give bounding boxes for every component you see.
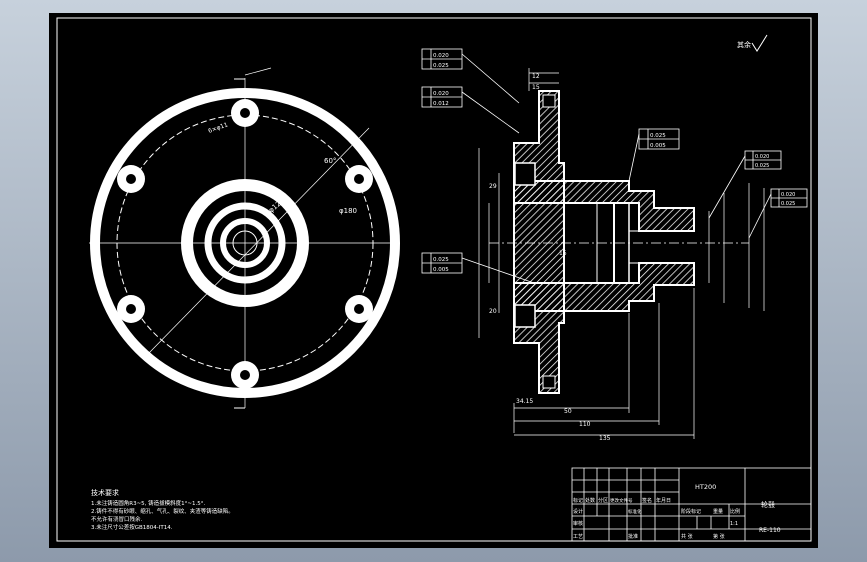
drawing-canvas: φ12 60° φ180 6×φ11 — [56, 17, 812, 542]
tech-req-item: 3.未注尺寸公差按GB1804-IT14. — [91, 523, 173, 531]
dim-left-20: 20 — [489, 308, 497, 315]
tb-count: 处数 — [585, 497, 595, 504]
dim-bottom-3: 135 — [599, 435, 611, 442]
tech-req-title: 技术要求 — [91, 488, 119, 497]
border-frame — [56, 17, 812, 542]
hub-lower-section — [513, 262, 695, 312]
gtol-bore-2: 0.005 — [650, 143, 666, 149]
tb-scale-value: 1:1 — [730, 521, 738, 527]
dim-holes-note: 6×φ11 — [207, 121, 229, 135]
bolt-holes — [117, 99, 373, 389]
dim-top-12: 12 — [532, 73, 540, 80]
front-view — [89, 67, 400, 409]
tb-review: 审核 — [573, 520, 583, 527]
tb-scale: 比例 — [730, 508, 740, 515]
tb-date: 年月日 — [656, 497, 671, 504]
dim-flange: 34.15 — [516, 398, 533, 405]
drawing-number: RE-110 — [759, 527, 781, 534]
dim-mid-15: 15 — [559, 250, 567, 257]
technical-requirements: 技术要求 1.未注铸造圆角R3~5, 铸造拔模斜度1°~1.5°. 2.铸件不得… — [91, 488, 234, 531]
dim-bottom-2: 110 — [579, 421, 591, 428]
tb-sheets: 共 张 — [681, 533, 693, 540]
dim-left-29: 29 — [489, 183, 497, 190]
tb-change: 更改文件号 — [610, 497, 633, 504]
gtol-right-2: 0.025 — [755, 163, 769, 169]
roughness-symbol-icon — [751, 34, 768, 52]
section-view — [489, 90, 749, 394]
tb-design: 设计 — [573, 508, 583, 515]
gtol-left-2: 0.005 — [433, 267, 449, 273]
tech-req-item: 不允许有浇冒口残余. — [91, 515, 143, 523]
flange-section — [513, 90, 565, 394]
tech-req-item: 1.未注铸造圆角R3~5, 铸造拔模斜度1°~1.5°. — [91, 499, 206, 507]
tb-sign: 签名 — [642, 497, 652, 504]
gtol-frames — [421, 48, 808, 284]
dim-top-15: 15 — [532, 84, 540, 91]
gtol-left-1: 0.025 — [433, 257, 449, 263]
tb-weight: 重量 — [713, 508, 723, 515]
dim-bottom-1: 50 — [564, 408, 572, 415]
dim-angle: 60° — [324, 157, 336, 165]
gtol-top-2: 0.025 — [433, 63, 449, 69]
tb-stage: 阶段标记 — [681, 508, 701, 515]
tb-process: 工艺 — [573, 534, 583, 540]
title-block — [571, 467, 812, 542]
roughness-label: 其余 — [737, 40, 751, 49]
tb-mark: 标记 — [573, 497, 583, 504]
drawing-sheet: φ12 60° φ180 6×φ11 — [49, 13, 818, 548]
gtol-far-2: 0.025 — [781, 201, 795, 207]
material: HT200 — [695, 483, 716, 491]
tb-zone: 分区 — [598, 497, 608, 504]
gtol-mid-2: 0.012 — [433, 101, 449, 107]
gtol-right-1: 0.020 — [755, 154, 769, 160]
gtol-far-1: 0.020 — [781, 192, 795, 198]
part-name: 轮毂 — [761, 500, 775, 509]
dim-180: φ180 — [339, 207, 357, 215]
gtol-bore-1: 0.025 — [650, 133, 666, 139]
tb-sheet-no: 第 张 — [713, 533, 725, 540]
gtol-mid-1: 0.020 — [433, 91, 449, 97]
tech-req-item: 2.铸件不得有砂眼、缩孔、气孔、裂纹、夹渣等铸造缺陷。 — [91, 507, 234, 515]
tb-approve: 批准 — [628, 533, 638, 540]
diagonal-leader — [148, 127, 370, 354]
gtol-top-1: 0.020 — [433, 53, 449, 59]
tb-standard: 标准化 — [628, 508, 642, 515]
